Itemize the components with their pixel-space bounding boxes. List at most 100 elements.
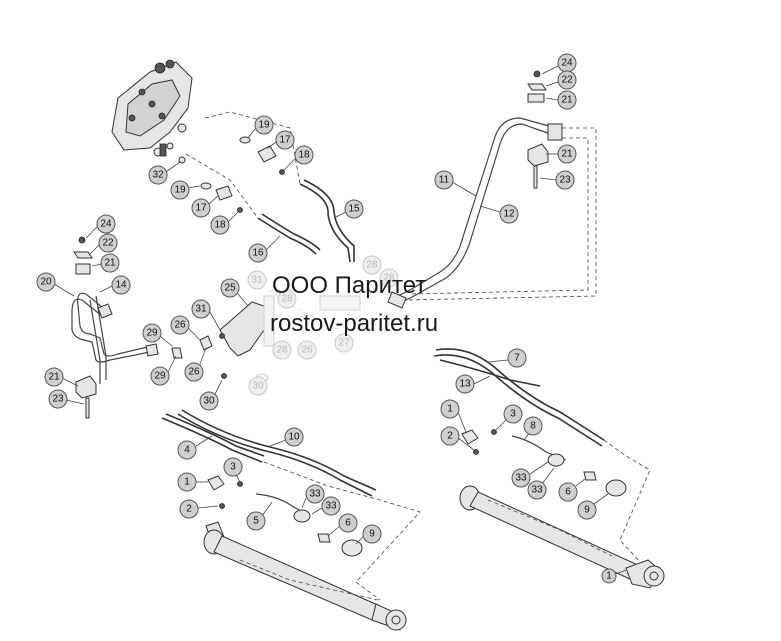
svg-text:30: 30 [252,381,264,392]
callout-21-top-right: 21 [545,90,577,110]
hose-10-b [181,409,377,491]
svg-text:28: 28 [383,273,395,284]
callout-10: 10 [269,427,304,447]
svg-text:9: 9 [584,505,590,516]
svg-text:25: 25 [224,283,236,294]
hose-7-b [433,354,603,447]
callout-16: 16 [248,235,281,263]
dash-left-cyl [239,559,379,601]
valve-fittings [178,136,285,213]
svg-text:1: 1 [447,404,453,415]
callout-3-right: 3 [495,404,523,431]
pipe-set-14-20 [71,292,159,384]
hose-16 [257,217,317,255]
callout-1-lower-right: 1 [601,568,627,584]
callout-8: 8 [523,416,543,441]
svg-text:19: 19 [174,185,186,196]
svg-text:17: 17 [195,203,207,214]
svg-text:12: 12 [503,209,515,220]
svg-text:21: 21 [561,149,573,160]
callout-22-top-right: 22 [545,70,577,90]
hose-13 [439,359,541,387]
svg-text:22: 22 [102,238,114,249]
callout-1-right: 1 [440,399,467,433]
hose-4-b [165,413,265,457]
svg-text:33: 33 [309,489,321,500]
svg-text:24: 24 [561,58,573,69]
svg-text:13: 13 [459,379,471,390]
callout-28-faded-b: 28 [379,268,399,288]
callout-27-faded: 27 [334,333,354,353]
svg-text:28: 28 [366,260,378,271]
svg-text:21: 21 [104,258,116,269]
callout-29-a: 29 [142,323,173,347]
svg-text:21: 21 [48,372,60,383]
callout-28-faded-a: 28 [362,255,382,275]
callout-25: 25 [220,278,249,307]
callout-18-b: 18 [210,211,239,235]
svg-text:24: 24 [100,219,112,230]
svg-text:11: 11 [439,175,450,186]
svg-text:20: 20 [40,277,52,288]
mount-bracket-25 [171,301,265,379]
svg-text:30: 30 [203,396,215,407]
callout-5-left: 5 [246,501,273,531]
callout-26-a: 26 [170,315,201,341]
callout-14: 14 [99,275,131,295]
svg-text:6: 6 [565,487,571,498]
svg-text:31: 31 [251,275,263,286]
svg-text:15: 15 [348,204,360,215]
callout-17-b: 17 [191,195,219,218]
svg-text:26: 26 [188,367,200,378]
hose-7 [435,348,605,441]
callout-33-right-b: 33 [527,467,555,500]
bracket-set-top-right [527,70,549,189]
svg-text:31: 31 [195,304,207,315]
svg-text:27: 27 [338,338,350,349]
hose-4 [161,417,263,463]
callout-21-left: 21 [91,253,120,273]
callout-12: 12 [479,204,519,224]
svg-text:3: 3 [510,409,516,420]
svg-text:26: 26 [174,320,186,331]
callout-15: 15 [333,199,364,219]
watermark-website: rostov-paritet.ru [270,310,439,337]
svg-text:18: 18 [214,220,226,231]
callout-33-left-b: 33 [311,496,341,516]
svg-text:6: 6 [345,518,351,529]
svg-text:29: 29 [146,328,158,339]
callout-19-a: 19 [247,115,274,139]
callout-6-left: 6 [327,513,358,537]
svg-text:28: 28 [281,294,293,305]
cylinder-right [459,429,665,589]
pipe-set-11-12 [387,117,563,309]
svg-text:33: 33 [325,501,337,512]
svg-text:2: 2 [447,431,453,442]
callout-9-right: 9 [577,493,609,520]
hose-15-b [303,179,355,262]
svg-text:17: 17 [279,135,291,146]
callout-9-left: 9 [355,524,382,545]
svg-text:33: 33 [515,473,527,484]
svg-text:29: 29 [154,371,166,382]
callout-31: 31 [191,299,221,331]
svg-text:1: 1 [184,477,190,488]
svg-text:21: 21 [561,95,573,106]
callout-19-b: 19 [170,180,201,200]
cylinder-left [203,475,407,631]
svg-text:16: 16 [252,248,264,259]
callout-18-a: 18 [283,145,314,171]
svg-text:28: 28 [276,345,288,356]
svg-text:10: 10 [288,432,300,443]
callout-13: 13 [455,374,491,394]
callout-30: 30 [199,379,223,411]
svg-text:23: 23 [52,394,64,405]
svg-text:14: 14 [115,280,127,291]
callout-20: 20 [36,272,75,297]
svg-text:8: 8 [530,421,536,432]
callout-21-top-right-b: 21 [546,144,577,164]
svg-text:22: 22 [561,75,573,86]
callout-26-faded: 26 [297,340,317,360]
callout-33-left-a: 33 [301,484,325,509]
